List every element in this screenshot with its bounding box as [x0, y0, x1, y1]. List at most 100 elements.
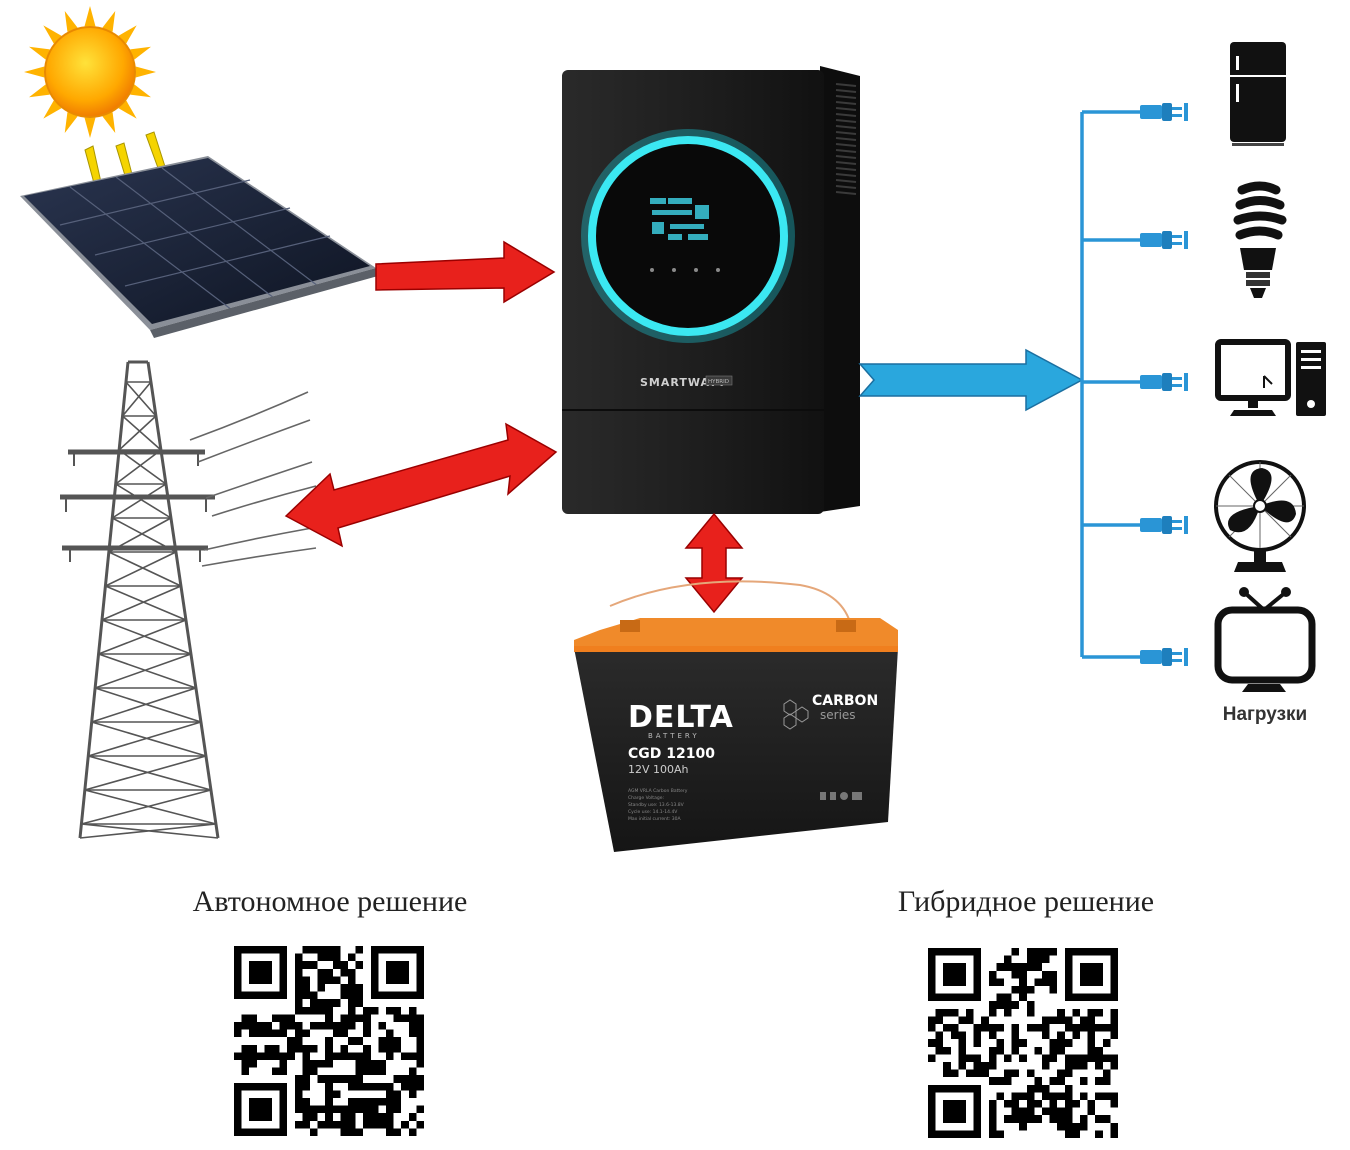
sun-ray	[102, 112, 116, 133]
battery-inverter-bidirectional-arrow	[684, 512, 744, 614]
sun-ray	[64, 112, 78, 133]
qr-finder-pattern	[928, 948, 982, 1002]
pylon-lattice-segment	[88, 721, 207, 757]
inverter-vent-slot	[835, 161, 857, 165]
pylon-lattice-segment	[81, 789, 217, 825]
inverter-vent-slot	[835, 89, 857, 93]
pylon-lattice-segment	[79, 823, 219, 839]
battery-model: CGD 12100	[628, 746, 715, 762]
pylon-lattice-segment	[105, 551, 182, 587]
sun-ray	[130, 46, 151, 60]
pylon-lattice-segment	[84, 755, 212, 791]
loads-label: Нагрузки	[1222, 704, 1308, 725]
pylon-lattice-segment	[118, 415, 162, 451]
battery-fine-print: AGM VRLA Carbon Battery Charge Voltage: …	[628, 788, 688, 822]
battery-brand: DELTA	[628, 700, 734, 735]
pylon-lattice-segment	[115, 449, 167, 485]
battery-certification-icons	[820, 792, 862, 800]
inverter-vent-slot	[835, 119, 857, 123]
plug-icon	[1140, 516, 1188, 534]
plug-icon	[1140, 231, 1188, 249]
sun-ray	[84, 6, 96, 27]
inverter-brand: SMARTWATT	[640, 376, 726, 389]
battery: DELTA BATTERY CARBON series CGD 12100 12…	[574, 580, 898, 852]
battery-brand-sub: BATTERY	[648, 732, 700, 740]
sun-ray	[84, 117, 96, 138]
plug-icon	[1140, 103, 1188, 121]
qr-modules	[928, 948, 1118, 1138]
battery-fine-print-line: Standby use: 13.6-13.8V	[628, 802, 685, 808]
refrigerator-icon	[1230, 42, 1286, 146]
sun-icon	[24, 6, 156, 138]
pylon-lattice-segment	[101, 585, 187, 621]
inverter-vent-slot	[835, 179, 857, 183]
power-pylon-icon	[60, 360, 317, 839]
load-wiring	[1080, 110, 1145, 659]
solar-panel-icon	[20, 156, 378, 338]
battery-series-line2: series	[820, 708, 856, 722]
inverter-vent-slot	[835, 173, 857, 177]
pylon-lattice-segment	[98, 619, 192, 655]
caption-hybrid: Гибридное решение	[897, 885, 1155, 918]
inverter-badge: HYBRID	[708, 379, 729, 385]
sun-ray	[43, 25, 62, 44]
inverter-vent-slot	[835, 167, 857, 171]
plug-icons	[1140, 103, 1188, 666]
inverter-vent-slot	[835, 95, 857, 99]
qr-modules	[234, 946, 424, 1136]
battery-fine-print-line: Charge Voltage:	[628, 795, 664, 801]
caption-autonomous: Автономное решение	[192, 885, 468, 918]
sun-ray	[102, 11, 116, 32]
sun-ray	[135, 66, 156, 78]
inverter-vent-slot	[835, 185, 857, 189]
inverter-vent-slot	[835, 101, 857, 105]
qr-finder-pattern	[234, 1082, 288, 1136]
plug-icon	[1140, 373, 1188, 391]
lightbulb-icon	[1233, 181, 1287, 298]
inverter-vent-slot	[835, 143, 857, 147]
sun-ray	[29, 46, 50, 60]
sun-ray	[24, 66, 45, 78]
sun-ray	[43, 100, 62, 119]
electric-fan-icon	[1214, 460, 1306, 572]
sun-ray	[130, 84, 151, 98]
sun-ray	[118, 25, 137, 44]
battery-fine-print-line: AGM VRLA Carbon Battery	[628, 788, 688, 794]
hybrid-inverter: SMARTWATT HYBRID	[562, 66, 860, 514]
inverter-vent-slot	[835, 191, 857, 195]
inverter-vent-slot	[835, 155, 857, 159]
qr-finder-pattern	[928, 1084, 982, 1138]
plug-icon	[1140, 648, 1188, 666]
qr-code-hybrid[interactable]	[928, 948, 1118, 1138]
inverter-vent-slot	[835, 83, 857, 87]
pylon-lattice-segment	[94, 653, 197, 689]
sun-ray	[29, 84, 50, 98]
inverter-to-loads-arrow	[858, 348, 1084, 412]
battery-fine-print-line: Cycle use: 14.1-14.4V	[628, 809, 678, 815]
qr-code-autonomous[interactable]	[234, 946, 424, 1136]
pylon-lattice-segment	[111, 483, 172, 519]
inverter-vent-slot	[835, 131, 857, 135]
solar-to-inverter-arrow	[375, 240, 556, 304]
inverter-lcd-screen	[650, 198, 709, 240]
sun-ray	[64, 11, 78, 32]
inverter-indicator-leds	[650, 268, 720, 272]
qr-finder-pattern	[234, 946, 288, 1000]
battery-series-line1: CARBON	[812, 693, 878, 709]
inverter-vent-slot	[835, 137, 857, 141]
inverter-vent-slot	[835, 149, 857, 153]
battery-spec: 12V 100Ah	[628, 763, 689, 776]
television-icon	[1214, 587, 1316, 692]
pylon-lattice-segment	[121, 381, 157, 417]
qr-finder-pattern	[370, 946, 424, 1000]
inverter-vent-slot	[835, 125, 857, 129]
carbon-hexagon-icon	[783, 699, 809, 730]
desktop-computer-icon	[1215, 339, 1326, 416]
grid-inverter-bidirectional-arrow	[284, 422, 558, 548]
qr-finder-pattern	[1064, 948, 1118, 1002]
battery-fine-print-line: Max initial current: 30A	[628, 816, 681, 822]
sun-ray	[118, 100, 137, 119]
inverter-vent-slot	[835, 113, 857, 117]
pylon-lattice-segment	[91, 687, 202, 723]
